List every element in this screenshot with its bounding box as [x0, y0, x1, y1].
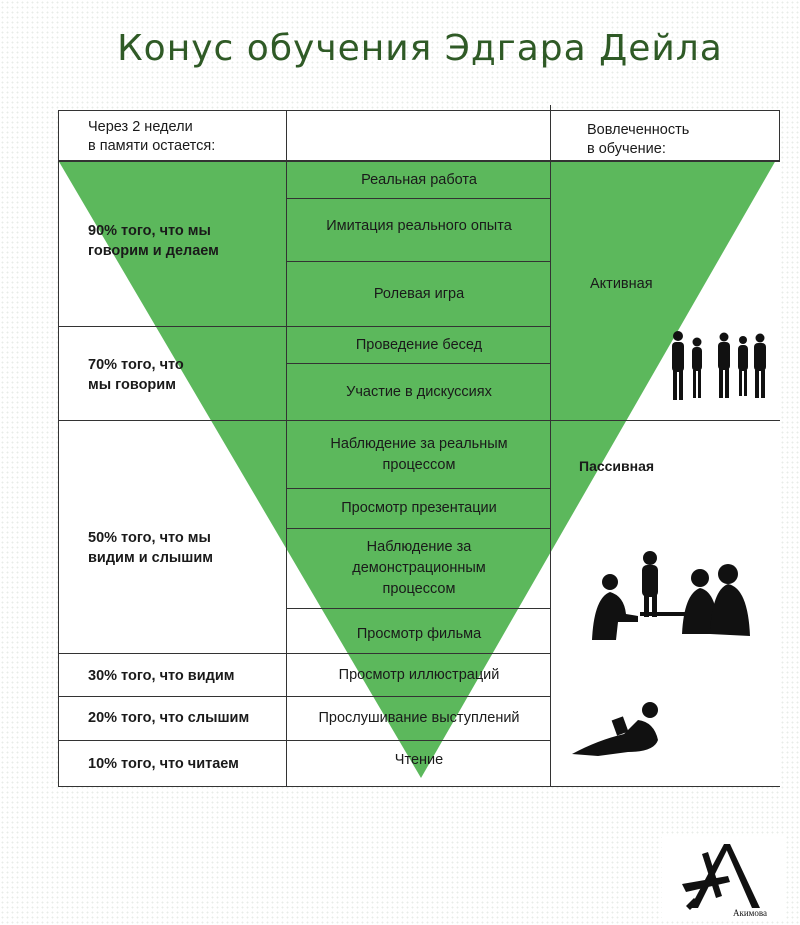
engagement-active: Активная	[590, 276, 653, 292]
author-logo: Акимова	[662, 836, 784, 920]
reading-person-icon	[572, 702, 658, 756]
method-label: Проведение бесед	[355, 336, 483, 353]
column-divider	[286, 110, 287, 787]
method-divider	[287, 608, 551, 609]
table-border-bottom	[58, 786, 780, 787]
method-label: Прослушивание выступлений	[318, 710, 520, 726]
method-divider	[287, 528, 551, 529]
retention-20: 20% того, что слышим	[88, 710, 250, 726]
method-label: Просмотр фильма	[356, 626, 482, 642]
row-divider	[58, 696, 550, 697]
method-divider	[287, 261, 551, 262]
row-divider	[58, 420, 780, 421]
method-divider	[287, 488, 551, 489]
header-divider	[58, 160, 780, 162]
method-label: Просмотр презентации	[341, 500, 497, 516]
method-label: Чтение	[394, 751, 444, 768]
retention-10: 10% того, что читаем	[88, 756, 239, 772]
row-divider	[58, 653, 550, 654]
method-label: Реальная работа	[361, 171, 477, 188]
row-divider	[58, 326, 550, 327]
meeting-people-icon	[592, 551, 750, 640]
row-divider	[58, 740, 550, 741]
method-label: Просмотр иллюстраций	[338, 667, 500, 683]
table-border-right	[779, 110, 780, 160]
cone-triangle	[58, 160, 776, 778]
column-divider	[550, 105, 551, 787]
engagement-passive: Пассивная	[579, 458, 655, 474]
method-divider	[287, 363, 551, 364]
method-label: Имитация реального опыта	[326, 218, 512, 234]
standing-people-icon	[672, 331, 766, 400]
method-label: Ролевая игра	[373, 285, 465, 302]
method-label: Участие в дискуссиях	[346, 383, 492, 400]
compass-logo-icon: Акимова	[682, 844, 767, 918]
page-title: Конус обучения Эдгара Дейла	[117, 28, 723, 69]
logo-text: Акимова	[733, 908, 767, 918]
table-border-top	[58, 110, 780, 111]
retention-30: 30% того, что видим	[88, 668, 235, 684]
method-divider	[287, 198, 551, 199]
table-border-left	[58, 110, 59, 787]
